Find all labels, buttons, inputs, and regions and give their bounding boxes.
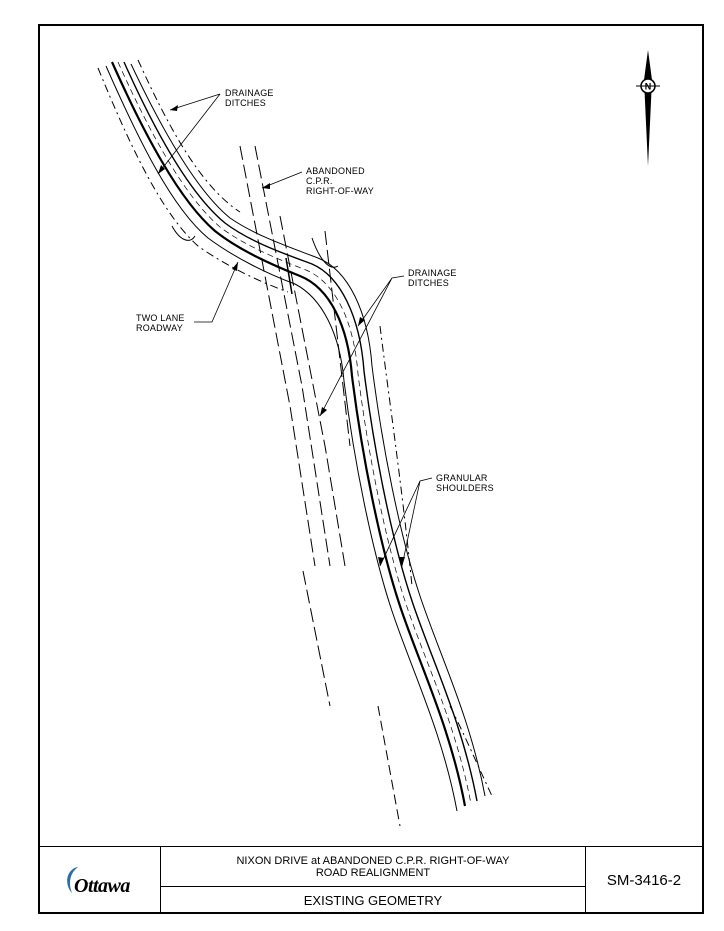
- leader-granular: [379, 477, 433, 567]
- north-arrow-icon: N: [636, 50, 660, 166]
- cpr-row-line-4: [324, 230, 351, 447]
- title-block: Ottawa NIXON DRIVE at ABANDONED C.P.R. R…: [40, 846, 702, 913]
- subtitle-cell: EXISTING GEOMETRY: [161, 887, 585, 913]
- road-plan-drawing: N: [97, 50, 660, 827]
- logo-text: Ottawa: [74, 875, 130, 897]
- callout-granular-shoulders: GRANULAR SHOULDERS: [436, 473, 494, 493]
- leader-drainage-mid: [319, 275, 405, 417]
- callout-drainage-ditches-top: DRAINAGE DITCHES: [225, 88, 274, 108]
- cpr-row-line-3: [279, 215, 346, 567]
- leader-two-lane: [194, 261, 239, 323]
- roadway-centre: [117, 61, 472, 805]
- subtitle: EXISTING GEOMETRY: [303, 892, 443, 908]
- callout-drainage-ditches-mid: DRAINAGE DITCHES: [408, 268, 457, 288]
- cpr-row-line-2: [254, 145, 331, 567]
- title-cell: NIXON DRIVE at ABANDONED C.P.R. RIGHT-OF…: [161, 847, 586, 913]
- title-line-1: NIXON DRIVE at ABANDONED C.P.R. RIGHT-OF…: [236, 854, 510, 867]
- drawing-sheet: N DRAINAGE DITCHES ABANDONED C.P.R. RIGH…: [38, 24, 704, 914]
- drawing-number: SM-3416-2: [606, 871, 682, 889]
- drainage-ditch-mid-right: [379, 325, 413, 587]
- ottawa-logo-icon: [67, 867, 78, 893]
- shoulder-right: [130, 63, 486, 797]
- roadway-edge-right: [123, 61, 478, 802]
- cpr-row-line-5: [302, 570, 331, 707]
- title-line-2: ROAD REALIGNMENT: [315, 866, 431, 879]
- shoulder-left: [105, 65, 458, 812]
- culvert-mark-3: [171, 225, 196, 241]
- culvert-mark-2: [311, 237, 339, 268]
- cpr-row-line-6: [377, 705, 401, 827]
- north-arrow-letter: N: [645, 82, 652, 92]
- drainage-ditch-right: [137, 59, 241, 213]
- callout-two-lane-roadway: TWO LANE ROADWAY: [136, 313, 185, 333]
- title-lines: NIXON DRIVE at ABANDONED C.P.R. RIGHT-OF…: [161, 847, 585, 887]
- culvert-mark: [285, 257, 293, 295]
- leader-drainage-top: [157, 93, 221, 175]
- drainage-ditch-left: [97, 67, 289, 293]
- cpr-row-line-1: [239, 145, 316, 567]
- drainage-ditch-lower: [449, 705, 493, 797]
- roadway-edge-left: [110, 61, 467, 807]
- drawing-number-cell: SM-3416-2: [586, 847, 702, 913]
- logo-cell: Ottawa: [40, 847, 161, 913]
- callout-abandoned-cpr: ABANDONED C.P.R. RIGHT-OF-WAY: [306, 166, 374, 196]
